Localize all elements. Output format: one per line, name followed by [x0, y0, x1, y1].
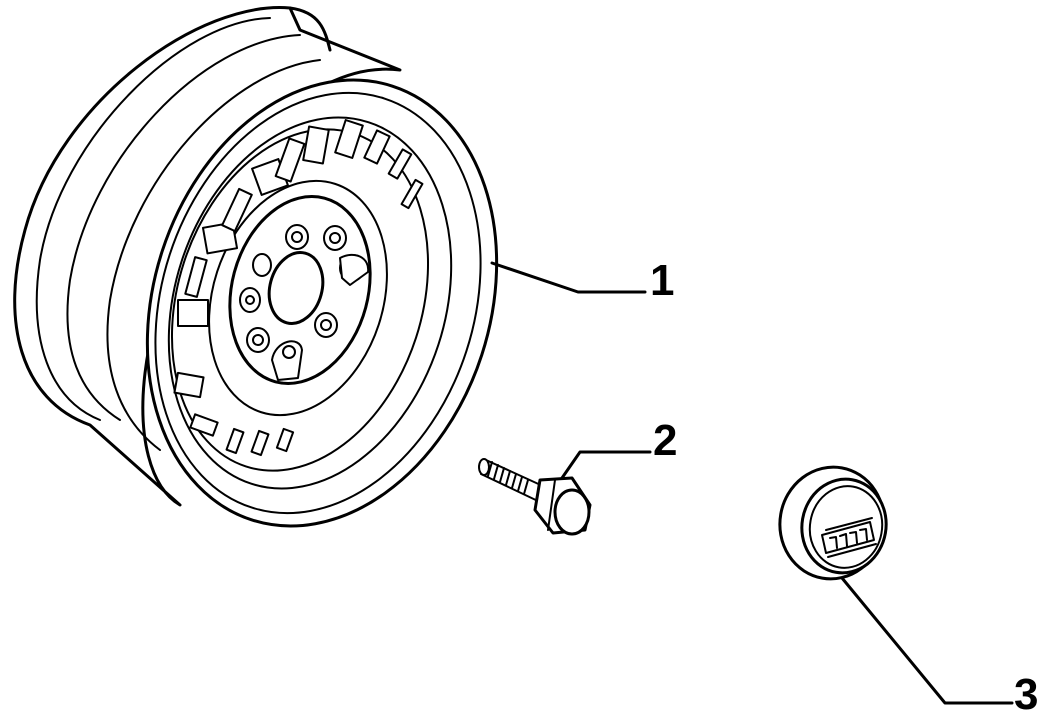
callout-label-2: 2	[653, 416, 677, 465]
callout-label-1: 1	[650, 256, 674, 305]
hubcap	[778, 465, 888, 581]
vent-slots	[173, 119, 424, 457]
leader-line-2	[560, 450, 652, 480]
leader-line-1	[490, 261, 647, 294]
wheel-hub	[228, 195, 372, 385]
wheel-rim	[13, 6, 499, 528]
hubcap-logo-emblem	[821, 517, 877, 558]
callout-label-3: 3	[1014, 670, 1038, 711]
leader-line-3	[840, 576, 1014, 705]
wheel-bolt	[478, 458, 592, 536]
